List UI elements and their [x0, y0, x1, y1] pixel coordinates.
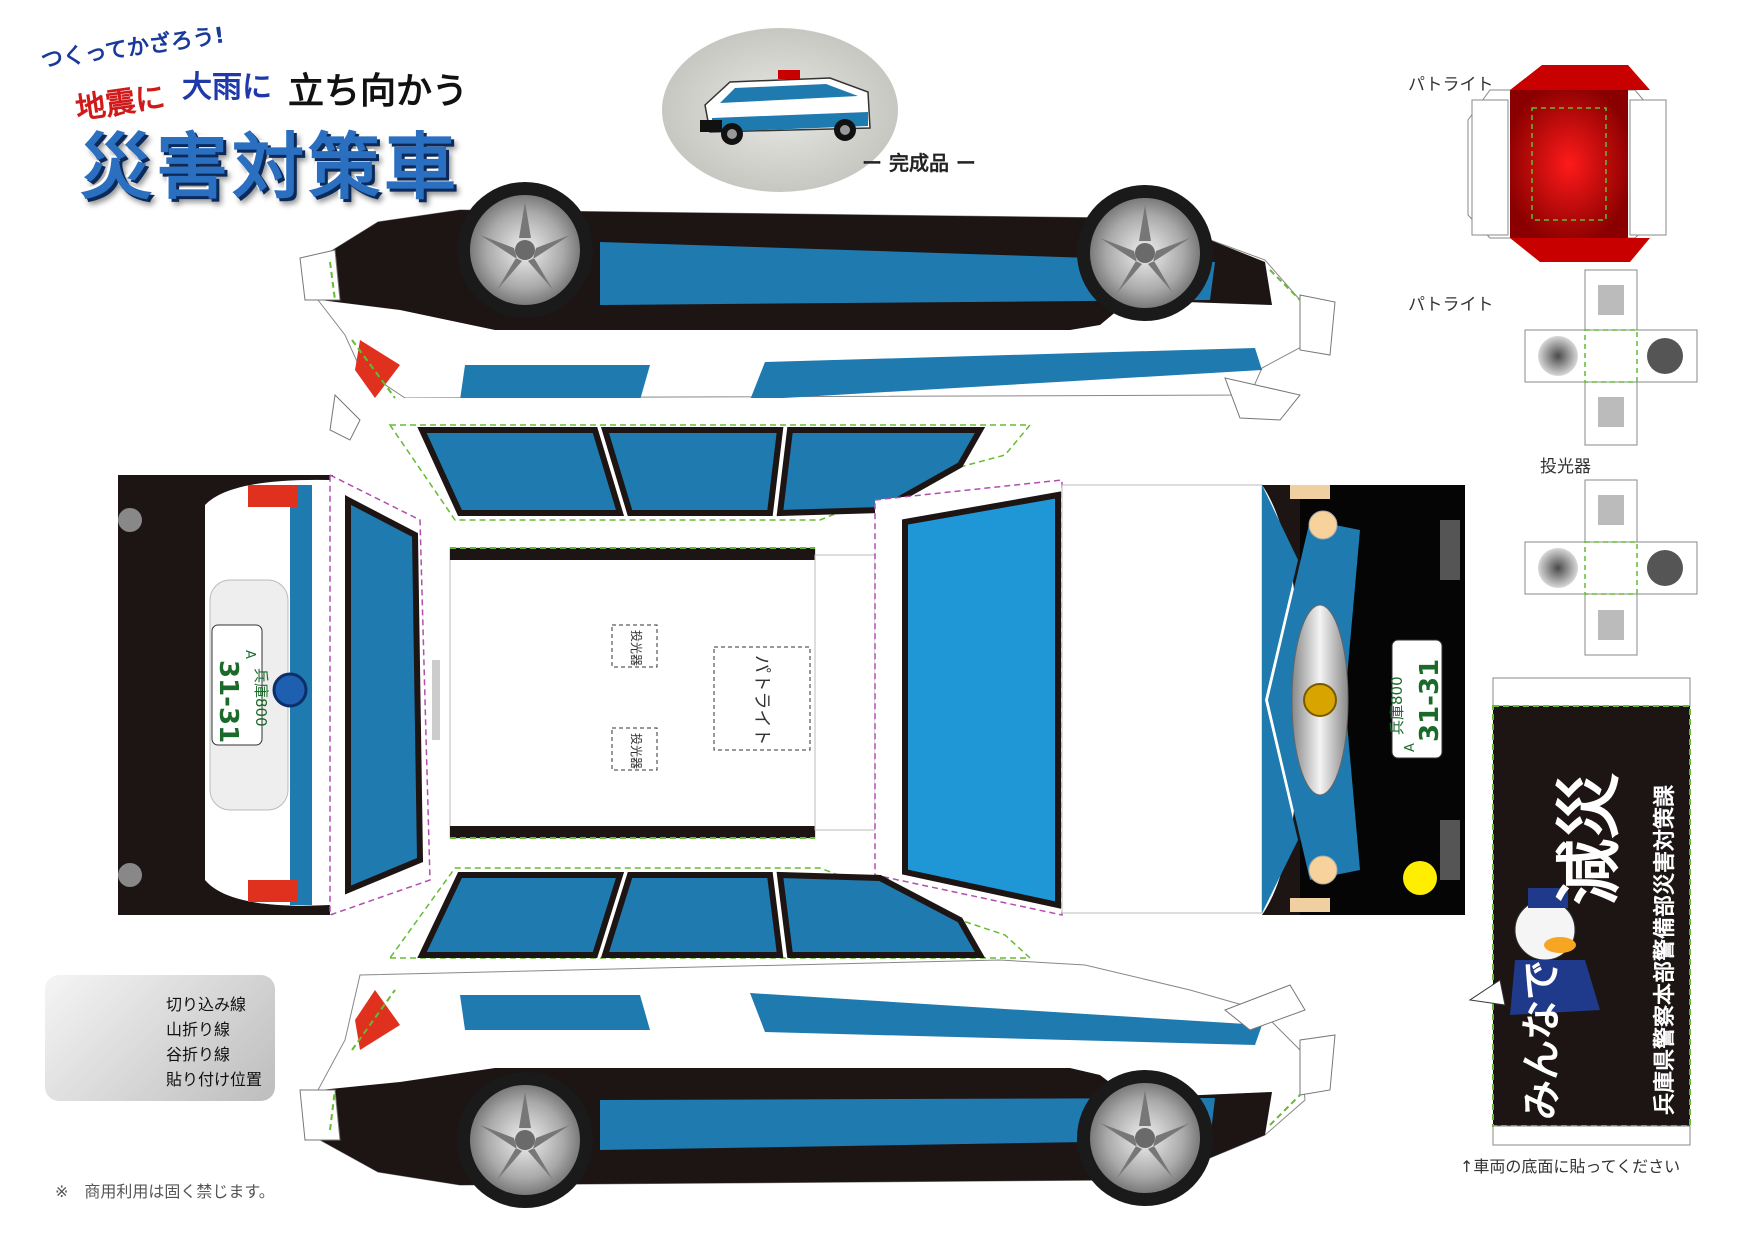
footer-note: ※ 商用利用は固く禁じます。 [55, 1182, 275, 1201]
banner-org: 兵庫県警察本部警備部災害対策課 [1652, 784, 1678, 1115]
roof-patlight-mark: パトライト [751, 655, 772, 746]
underbody-banner [1468, 677, 1691, 1146]
photo-caption: ー 完成品 ー [862, 151, 976, 175]
floodlight-label: 投光器 [1540, 457, 1591, 477]
hood-front-panel [1061, 484, 1465, 915]
title-badge-3: 立ち向かう [288, 71, 469, 112]
side-panel-bottom [299, 959, 1336, 1208]
completed-car-icon [700, 70, 871, 145]
banner-slogan-1: みんなで [1519, 960, 1565, 1120]
legend-glue-label: 貼り付け位置 [166, 1070, 263, 1089]
roof-panel [432, 547, 876, 839]
patlight-part-grey-1 [1524, 269, 1698, 446]
banner-slogan-2: 減災 [1551, 773, 1628, 905]
side-panel-top [299, 182, 1336, 441]
rear-plate-pref: 兵庫800 [252, 668, 270, 727]
roof-floodlight-mark-2: 投光器 [629, 733, 644, 769]
window-strip-bottom [388, 867, 1032, 959]
rear-panel [118, 475, 333, 915]
title-main: 災害対策車 [80, 125, 461, 209]
patlight-label-1: パトライト [1408, 75, 1494, 95]
banner-note: ↑車両の底面に貼ってください [1460, 1157, 1681, 1176]
legend-valley-fold-label: 谷折り線 [166, 1045, 231, 1064]
front-plate-num: 31-31 [1415, 659, 1445, 742]
patlight-part-red [1467, 65, 1667, 262]
window-strip-top [388, 424, 1032, 521]
legend-mountain-fold-label: 山折り線 [166, 1020, 231, 1039]
legend-cut-label: 切り込み線 [166, 995, 247, 1014]
patlight-label-2: パトライト [1408, 295, 1494, 315]
rear-plate-cls: A [242, 650, 257, 659]
title-badge-2: 大雨に [182, 70, 272, 105]
windshield-panel [874, 479, 1063, 916]
front-plate-pref: 兵庫800 [1388, 676, 1406, 735]
mascot-icon [1468, 888, 1600, 1015]
front-plate-cls: A [1403, 743, 1418, 752]
roof-floodlight-mark-1: 投光器 [629, 630, 644, 666]
legend-box: 切り込み線 山折り線 谷折り線 貼り付け位置 [45, 975, 275, 1101]
rear-window-side [329, 473, 431, 917]
rear-plate-num: 31-31 [213, 660, 243, 743]
floodlight-part-grey [1524, 479, 1698, 656]
